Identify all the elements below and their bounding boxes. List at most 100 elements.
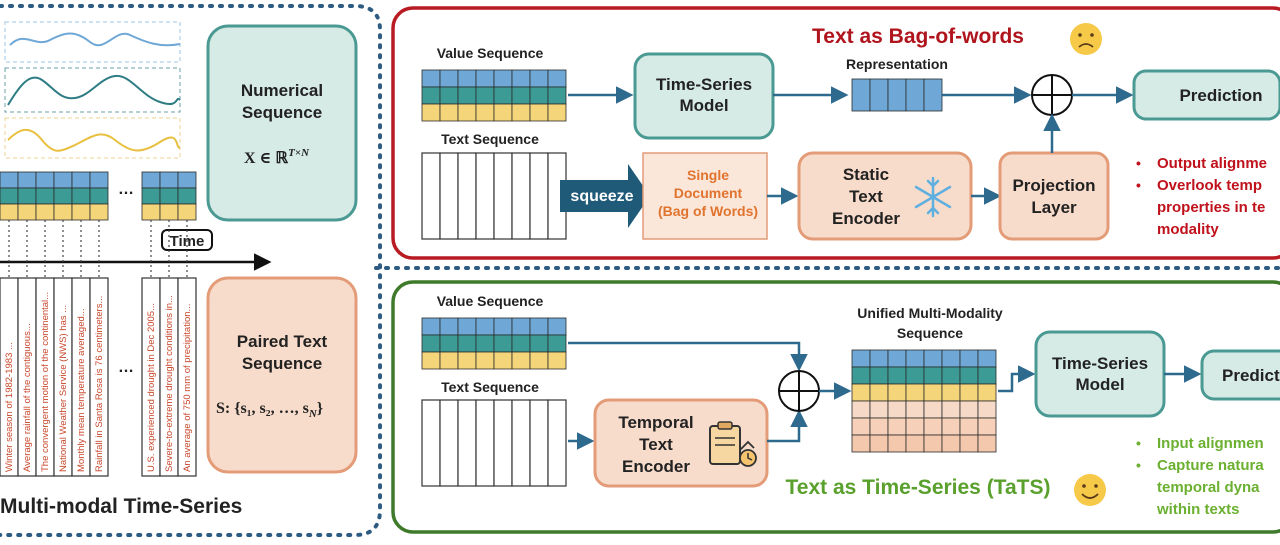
grid-cell (959, 383, 979, 402)
grid-cell (869, 349, 889, 368)
grid-cell (439, 317, 459, 336)
label-line: Unified Multi-Modality (857, 305, 1003, 321)
unified-sequence-grid (851, 349, 997, 453)
grid-cell (959, 400, 979, 419)
label-line: Static (843, 165, 889, 184)
grid-cell (905, 400, 925, 419)
grid-cell (457, 317, 477, 336)
numerical-math: X ∈ ℝT×N (244, 147, 310, 167)
grid-cell (511, 351, 531, 370)
grid-cell (923, 400, 943, 419)
text-strip-content: Winter season of 1982-1983 ... (4, 342, 15, 472)
bottom-prediction-label: Predict (1222, 366, 1280, 385)
grid-cell (547, 69, 567, 88)
top-panel-title: Text as Bag-of-words (812, 25, 1024, 48)
grid-cell (511, 69, 531, 88)
squeeze-arrow (560, 164, 650, 228)
grid-cell (887, 383, 907, 402)
grid-cell (529, 334, 549, 353)
grid-cell (887, 366, 907, 385)
label-line: Text (639, 435, 673, 454)
grid-cell (959, 434, 979, 453)
svg-text:•: • (1136, 177, 1141, 193)
series-chart-2 (4, 67, 181, 113)
grid-cell (475, 334, 495, 353)
grid-cell (869, 366, 889, 385)
grid-cell (869, 417, 889, 436)
arrow-unified-to-model (998, 365, 1036, 393)
grid-cell (905, 434, 925, 453)
grid-cell (941, 366, 961, 385)
grid-cell (905, 366, 925, 385)
label-line: Document (674, 185, 743, 201)
text-column (511, 152, 531, 240)
rep-cell (905, 78, 925, 112)
grid-cell (53, 203, 73, 221)
grid-cell (141, 171, 161, 189)
label-line: Paired Text (237, 332, 328, 351)
grid-cell (851, 383, 871, 402)
grid-cell (905, 349, 925, 368)
text-column (475, 399, 495, 487)
top-text-seq-label: Text Sequence (441, 131, 539, 147)
grid-cell (923, 366, 943, 385)
grid-cell (457, 69, 477, 88)
text-column (493, 399, 513, 487)
grid-cell (475, 317, 495, 336)
bottom-value-seq-label: Value Sequence (437, 293, 544, 309)
grid-cell (159, 187, 179, 205)
grid-cell (511, 86, 531, 105)
grid-cell (887, 400, 907, 419)
text-strip-content: U.S. experienced drought in Dec 2005... (146, 303, 157, 472)
grid-cell (0, 171, 19, 189)
grid-cell (35, 187, 55, 205)
label-line: (Bag of Words) (658, 203, 758, 219)
grid-cell (959, 366, 979, 385)
grid-cell (35, 203, 55, 221)
paired-text-box (206, 276, 358, 474)
series-chart-3 (4, 117, 181, 159)
grid-cell (17, 203, 37, 221)
grid-cell (941, 417, 961, 436)
grid-cell (53, 171, 73, 189)
grid-cell (959, 417, 979, 436)
grid-cell (529, 317, 549, 336)
grid-cell (17, 171, 37, 189)
bottom-sum-operator (778, 370, 820, 412)
bottom-panel-title: Text as Time-Series (TaTS) (786, 476, 1051, 499)
text-strip-content: Severe-to-extreme drought conditions in.… (164, 295, 175, 472)
arrow-value-to-sum (568, 341, 808, 372)
text-strip-content: Average rainfall of the contiguous... (22, 323, 33, 472)
top-prediction-label: Prediction (1179, 86, 1262, 105)
grid-cell (977, 349, 997, 368)
grid-cell (457, 103, 477, 122)
squeeze-label: squeeze (570, 188, 633, 205)
grid-cell (457, 334, 477, 353)
grid-cell (851, 349, 871, 368)
grid-cell (89, 187, 109, 205)
grid-cell (159, 171, 179, 189)
text-column (439, 399, 459, 487)
label-line: Temporal (618, 413, 693, 432)
text-column (493, 152, 513, 240)
grid-cell (17, 187, 37, 205)
grid-cell (421, 334, 441, 353)
label-line: Model (1075, 375, 1124, 394)
grid-cell (141, 187, 161, 205)
bottom-value-grid (421, 317, 567, 370)
grid-cell (547, 317, 567, 336)
text-column (457, 152, 477, 240)
grid-cell (475, 69, 495, 88)
projection-layer-box (998, 151, 1110, 241)
grid-cell (141, 203, 161, 221)
grid-cell (941, 400, 961, 419)
grid-cell (421, 317, 441, 336)
grid-cell (493, 317, 513, 336)
svg-text:Input alignmen: Input alignmen (1157, 435, 1264, 452)
